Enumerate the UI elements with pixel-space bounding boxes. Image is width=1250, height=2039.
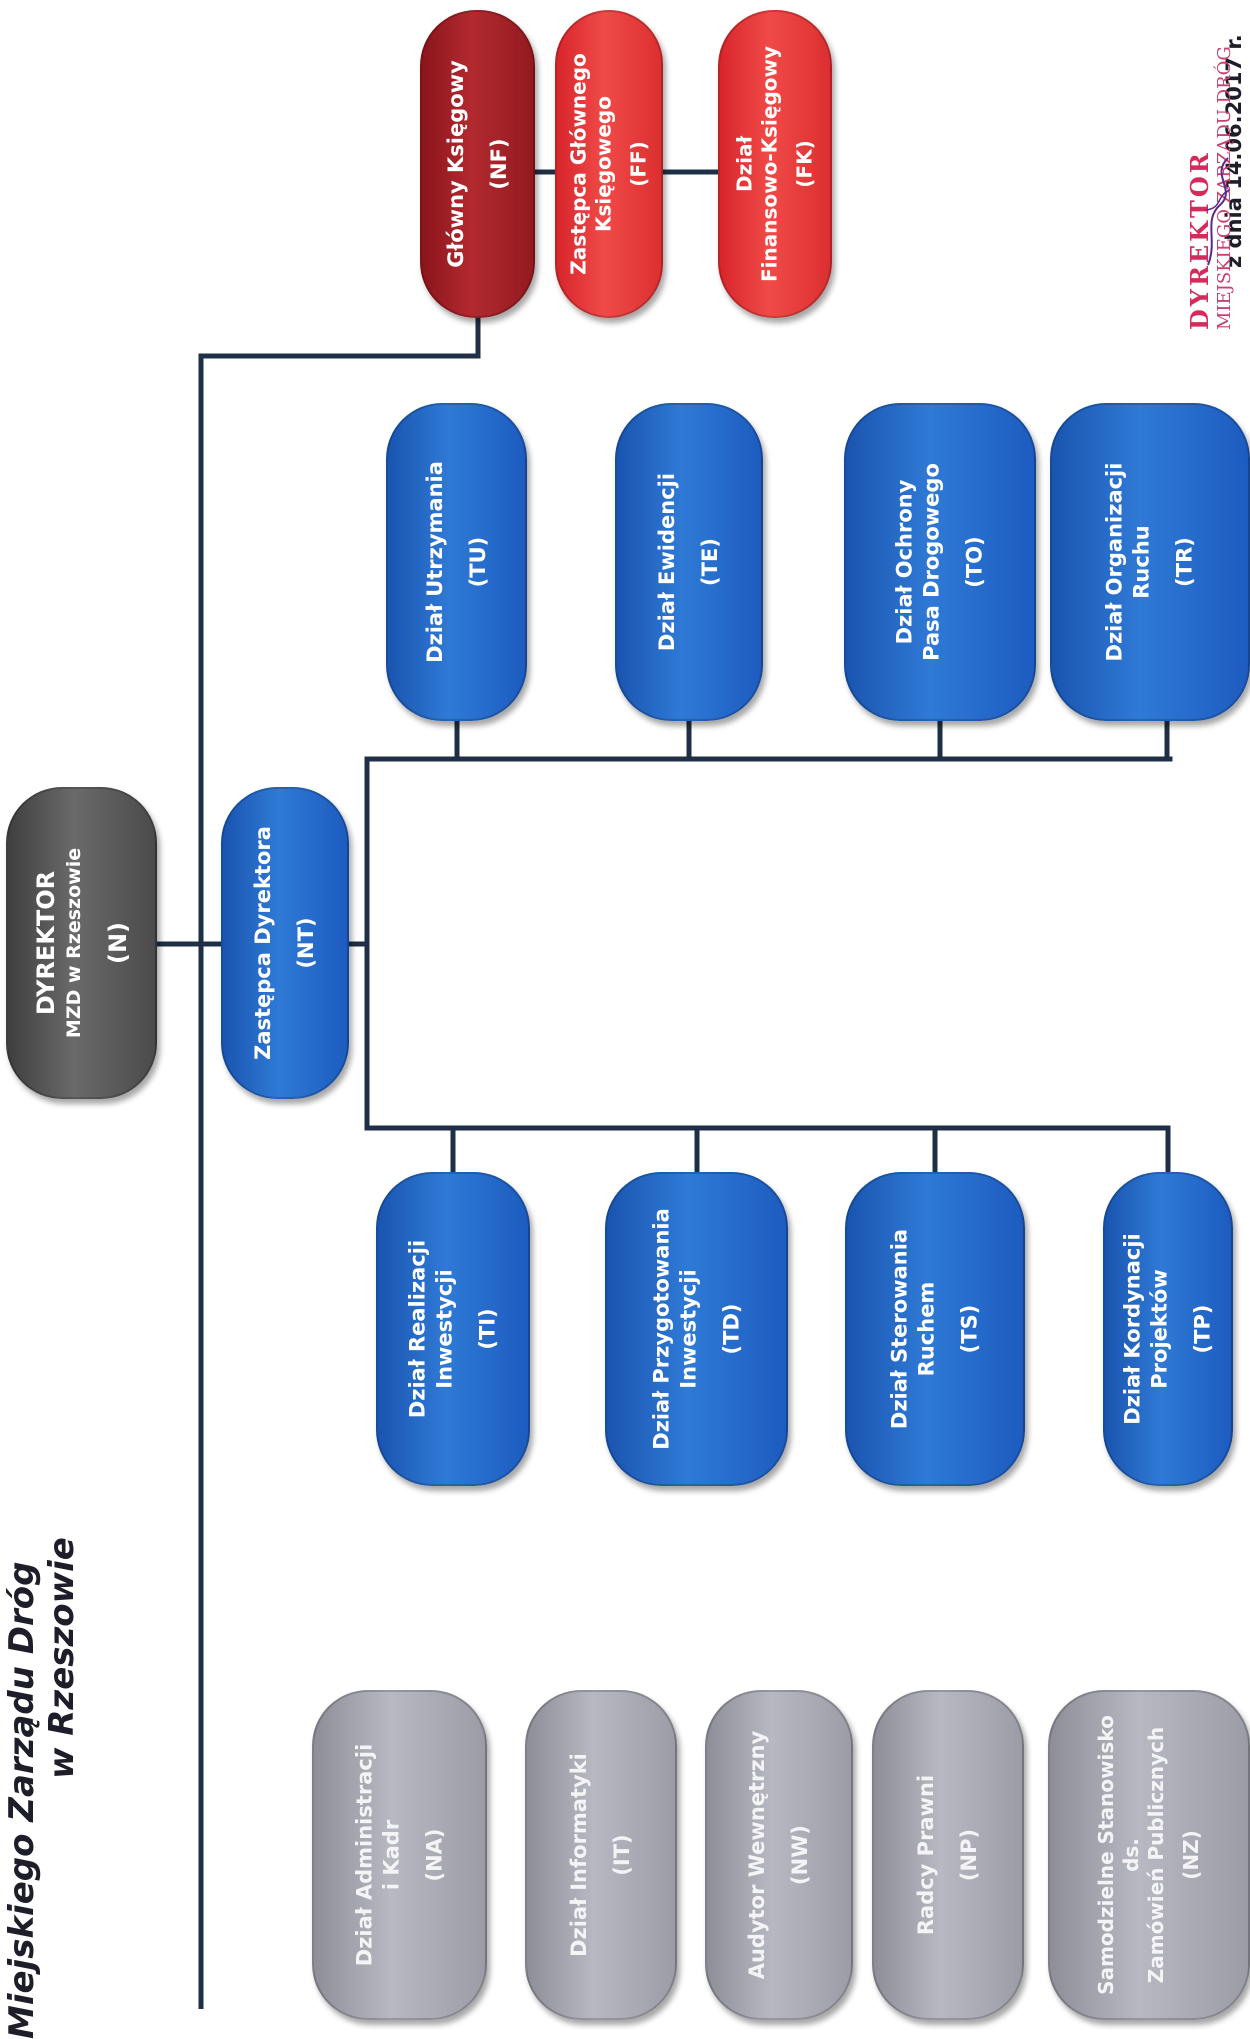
node-dept-tr: Dział Organizacji Ruchu (TR) bbox=[1050, 403, 1250, 721]
dept-tu-code: (TU) bbox=[465, 536, 490, 588]
node-deputy-director: Zastępca Dyrektora (NT) bbox=[221, 787, 349, 1099]
node-finance-dept: Dział Finansowo-Księgowy (FK) bbox=[718, 10, 832, 318]
dept-te-code: (TE) bbox=[698, 538, 722, 586]
dept-td-line1: Dział Przygotowania bbox=[649, 1208, 673, 1450]
node-dept-tp: Dział Kordynacji Projektów (TP) bbox=[1103, 1172, 1233, 1486]
dept-np-line1: Radcy Prawni bbox=[914, 1774, 938, 1936]
node-deputy-accountant: Zastępca Głównego Księgowego (FF) bbox=[555, 10, 663, 318]
chief-accountant-code: (NF) bbox=[486, 138, 511, 190]
node-dept-to: Dział Ochrony Pasa Drogowego (TO) bbox=[844, 403, 1036, 721]
chart-title: Miejskiego Zarządu Dróg w Rzeszowie bbox=[2, 1537, 82, 2039]
node-dept-ti: Dział Realizacji Inwestycji (TI) bbox=[376, 1172, 530, 1486]
title-line-2: w Rzeszowie bbox=[42, 1537, 82, 1779]
dept-to-code: (TO) bbox=[962, 536, 987, 588]
dept-tp-line1: Dział Kordynacji bbox=[1120, 1233, 1145, 1425]
node-dept-na: Dział Administracji i Kadr (NA) bbox=[312, 1690, 487, 2020]
director-subtitle: MZD w Rzeszowie bbox=[62, 847, 85, 1039]
dept-na-line2: i Kadr bbox=[379, 1819, 403, 1891]
dept-nz-line3: Zamówień Publicznych bbox=[1144, 1726, 1168, 1984]
deputy-accountant-code: (FF) bbox=[626, 141, 651, 187]
finance-dept-code: (FK) bbox=[792, 140, 817, 188]
node-dept-td: Dział Przygotowania Inwestycji (TD) bbox=[605, 1172, 788, 1486]
dept-td-code: (TD) bbox=[719, 1303, 743, 1355]
finance-dept-line1: Dział bbox=[732, 135, 757, 193]
dept-np-code: (NP) bbox=[957, 1828, 981, 1882]
dept-ti-line1: Dział Realizacji bbox=[405, 1239, 430, 1419]
node-director: DYREKTOR MZD w Rzeszowie (N) bbox=[6, 787, 157, 1099]
dept-tu-line1: Dział Utrzymania bbox=[422, 461, 447, 663]
dept-tp-code: (TP) bbox=[1190, 1304, 1215, 1354]
dept-te-line1: Dział Ewidencji bbox=[655, 472, 679, 652]
dept-ti-line2: Inwestycji bbox=[432, 1269, 457, 1389]
chief-accountant-title: Główny Księgowy bbox=[443, 60, 468, 268]
node-chief-accountant: Główny Księgowy (NF) bbox=[420, 10, 535, 318]
dept-tr-line2: Ruchu bbox=[1129, 525, 1154, 599]
finance-dept-line2: Finansowo-Księgowy bbox=[757, 45, 782, 283]
dept-td-line2: Inwestycji bbox=[676, 1269, 700, 1389]
dept-ts-code: (TS) bbox=[957, 1304, 982, 1354]
director-title: DYREKTOR bbox=[31, 870, 60, 1016]
dept-it-line1: Dział Informatyki bbox=[567, 1753, 591, 1957]
signature-scribble bbox=[1205, 157, 1231, 266]
dept-to-line1: Dział Ochrony bbox=[892, 479, 917, 645]
node-dept-tu: Dział Utrzymania (TU) bbox=[386, 403, 527, 721]
node-dept-np: Radcy Prawni (NP) bbox=[872, 1690, 1024, 2020]
dept-ts-line2: Ruchem bbox=[914, 1281, 939, 1377]
deputy-director-code: (NT) bbox=[294, 917, 318, 969]
dept-na-code: (NA) bbox=[422, 1828, 446, 1882]
title-line-1: Miejskiego Zarządu Dróg bbox=[2, 1561, 42, 2039]
node-dept-te: Dział Ewidencji (TE) bbox=[615, 403, 763, 721]
dept-nz-line2: ds. bbox=[1119, 1838, 1143, 1872]
dept-nz-line1: Samodzielne Stanowisko bbox=[1094, 1715, 1118, 1995]
dept-nz-code: (NZ) bbox=[1179, 1830, 1203, 1880]
dept-tr-line1: Dział Organizacji bbox=[1102, 462, 1127, 662]
node-dept-nw: Audytor Wewnętrzny (NW) bbox=[705, 1690, 853, 2020]
node-dept-ts: Dział Sterowania Ruchem (TS) bbox=[845, 1172, 1025, 1486]
deputy-accountant-line1: Zastępca Głównego bbox=[566, 53, 591, 275]
node-dept-nz: Samodzielne Stanowisko ds. Zamówień Publ… bbox=[1048, 1690, 1250, 2020]
dept-ti-code: (TI) bbox=[475, 1308, 500, 1350]
dept-it-code: (IT) bbox=[610, 1834, 634, 1876]
dept-ts-line1: Dział Sterowania bbox=[887, 1228, 912, 1430]
dept-na-line1: Dział Administracji bbox=[352, 1743, 376, 1967]
deputy-director-title: Zastępca Dyrektora bbox=[251, 826, 275, 1060]
dept-nw-line1: Audytor Wewnętrzny bbox=[745, 1730, 769, 1980]
director-code: (N) bbox=[103, 921, 132, 965]
dept-tp-line2: Projektów bbox=[1147, 1269, 1172, 1389]
dept-to-line2: Pasa Drogowego bbox=[919, 463, 944, 661]
node-dept-it: Dział Informatyki (IT) bbox=[525, 1690, 677, 2020]
dept-tr-code: (TR) bbox=[1172, 537, 1197, 587]
deputy-accountant-line2: Księgowego bbox=[591, 96, 616, 232]
dept-nw-code: (NW) bbox=[788, 1825, 812, 1885]
